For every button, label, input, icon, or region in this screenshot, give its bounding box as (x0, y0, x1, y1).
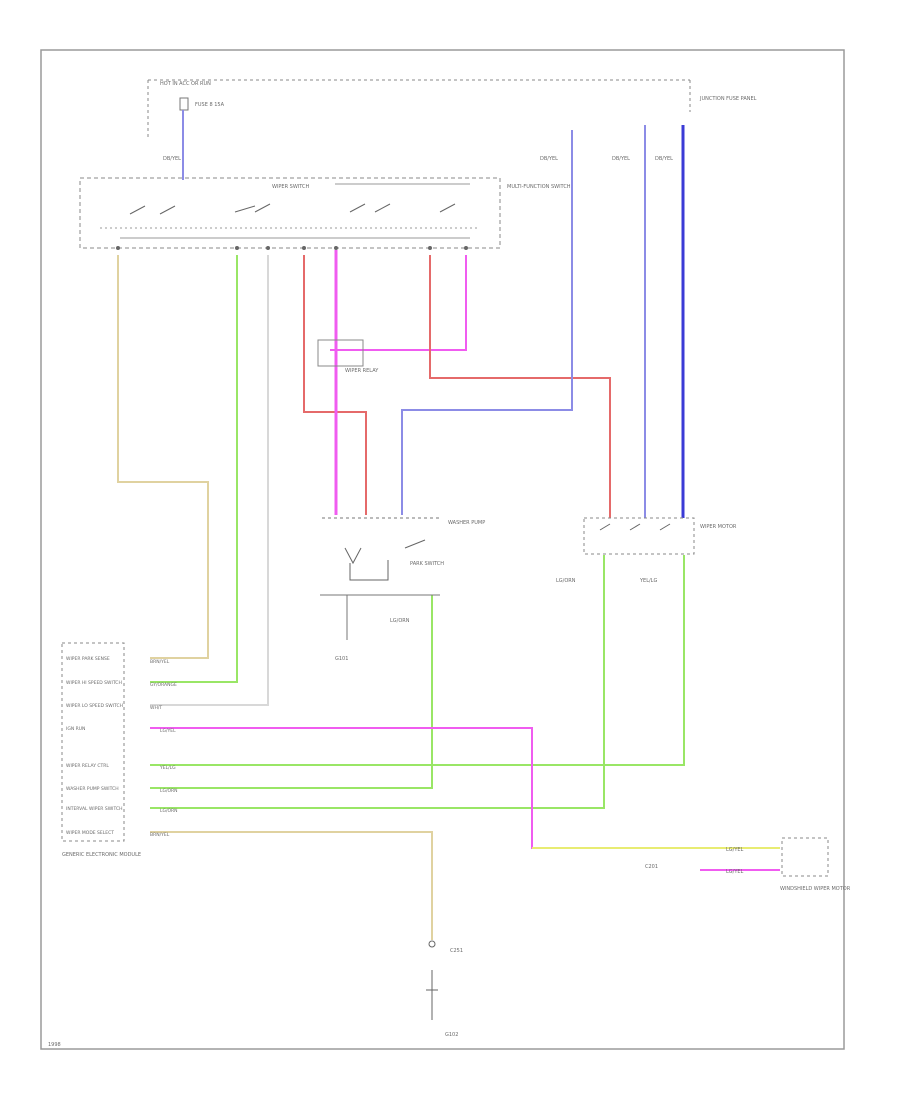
washer-pump: WASHER PUMP PARK SWITCH LG/ORN G101 (320, 517, 485, 662)
wire-white-lo (150, 255, 269, 706)
ground-2-label: G102 (445, 1032, 458, 1038)
wire-green-hispeed (150, 255, 238, 683)
gem-wire-8: BRN/YEL (150, 832, 170, 838)
gem-wire-4: LG/YEL (160, 728, 176, 734)
fuse-label: FUSE 8 15A (195, 102, 225, 108)
washer-wire-code: LG/ORN (390, 618, 410, 624)
motor-wire-code-2: YEL/LG (639, 578, 657, 584)
wire-code-a: DB/YEL (163, 156, 181, 162)
wire-green-washer (150, 595, 433, 789)
gem-pin-6: WASHER PUMP SWITCH (66, 786, 119, 792)
gem-module: WIPER PARK SENSE WIPER HI SPEED SWITCH W… (61, 642, 178, 858)
wiper-motor: WIPER MOTOR LG/ORN YEL/LG (556, 517, 737, 584)
ground-1-label: G101 (335, 656, 348, 662)
wires (117, 110, 780, 940)
fuse-panel-label: JUNCTION FUSE PANEL (699, 96, 757, 102)
switch-title: WIPER SWITCH (272, 184, 310, 190)
gem-wire-1: BRN/YEL (150, 659, 170, 665)
park-switch-label: PARK SWITCH (410, 561, 444, 567)
wire-code-c: DB/YEL (612, 156, 630, 162)
gem-pin-1: WIPER PARK SENSE (66, 656, 110, 662)
hot-bus-label: HOT IN ACC OR RUN (160, 81, 211, 87)
gem-pin-3: WIPER LO SPEED SWITCH (66, 703, 123, 709)
wire-code-d: DB/YEL (655, 156, 673, 162)
footer-label: 1998 (48, 1042, 61, 1048)
gem-pin-4: IGN RUN (66, 726, 85, 732)
sensor-label: WINDSHIELD WIPER MOTOR (780, 886, 851, 892)
gem-pin-8: WIPER MODE SELECT (66, 830, 114, 836)
switch-pins (116, 246, 468, 250)
control-label: MULTI-FUNCTION SWITCH (507, 184, 571, 190)
wire-green-relay (150, 555, 685, 766)
multifunction-switch: WIPER SWITCH MULTI-FUNCTION SWITCH (79, 177, 571, 249)
wire-blue-pump (401, 130, 573, 515)
wire-magenta-relay (330, 255, 467, 351)
fuse-symbol (179, 97, 189, 111)
wiper-relay: WIPER RELAY (317, 339, 379, 374)
top-wire-codes: DB/YEL DB/YEL DB/YEL DB/YEL (163, 156, 673, 162)
gem-label: GENERIC ELECTRONIC MODULE (62, 852, 141, 858)
right-conn-label: C201 (645, 864, 658, 870)
gem-wire-2: GY/ORANGE (150, 682, 177, 688)
sensor-wire-2: LG/YEL (726, 869, 744, 875)
bottom-ground: C251 G102 (426, 940, 463, 1038)
diagram-frame (40, 49, 845, 1050)
sensor-wire-1: LG/YEL (726, 847, 744, 853)
gem-wire-7: LG/ORN (160, 808, 178, 814)
gem-wire-3: WH/T (150, 705, 162, 711)
washer-pump-label: WASHER PUMP (448, 520, 485, 526)
gem-pin-2: WIPER HI SPEED SWITCH (66, 680, 122, 686)
motor-wire-code-1: LG/ORN (556, 578, 576, 584)
wire-tan-mode (150, 831, 433, 940)
wiper-motor-label: WIPER MOTOR (700, 524, 737, 530)
wire-red-right (429, 255, 611, 518)
hot-bus: HOT IN ACC OR RUN JUNCTION FUSE PANEL FU… (147, 79, 757, 138)
gem-pin-5: WIPER RELAY CTRL (66, 763, 109, 769)
gem-wire-5: YEL/LG (159, 765, 176, 771)
bottom-conn-label: C251 (450, 948, 463, 954)
wire-green-interval (150, 555, 605, 809)
wire-code-b: DB/YEL (540, 156, 558, 162)
gem-pin-7: INTERVAL WIPER SWITCH (66, 806, 123, 812)
wire-tan-park (117, 255, 209, 659)
relay-label: WIPER RELAY (345, 368, 379, 374)
gem-wire-6: LG/ORN (160, 788, 178, 794)
sensor: WINDSHIELD WIPER MOTOR LG/YEL LG/YEL C20… (645, 837, 851, 892)
